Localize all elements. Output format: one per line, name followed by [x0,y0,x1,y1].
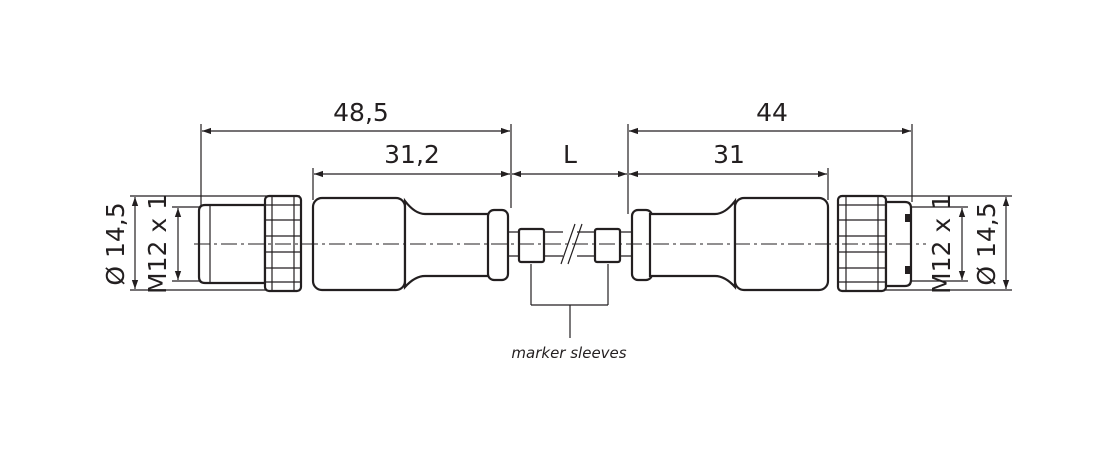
dim-text-left-body: 31,2 [384,140,440,169]
dim-text-cable-length: L [563,140,577,169]
marker-sleeves-leader [530,264,609,338]
marker-sleeves-label: marker sleeves [511,344,626,362]
dim-text-right-overall: 44 [756,98,788,127]
dim-text-right-diameter: Ø 14,5 [972,202,1001,285]
dim-text-right-body: 31 [713,140,745,169]
marker-sleeve-right [593,227,622,264]
dim-text-left-overall: 48,5 [333,98,389,127]
right-face-key-top [905,214,910,222]
dimension-lines [131,127,1010,289]
left-male-connector [197,194,510,293]
cable-section [508,223,632,265]
dim-text-left-diameter: Ø 14,5 [101,202,130,285]
left-cable-stub [486,208,510,282]
dim-text-left-thread: M12 x 1 [143,194,172,294]
dim-text-right-thread: M12 x 1 [927,194,956,294]
left-knurl-lines [265,196,301,291]
right-face-key-bottom [905,266,910,274]
marker-sleeve-left [517,227,546,264]
